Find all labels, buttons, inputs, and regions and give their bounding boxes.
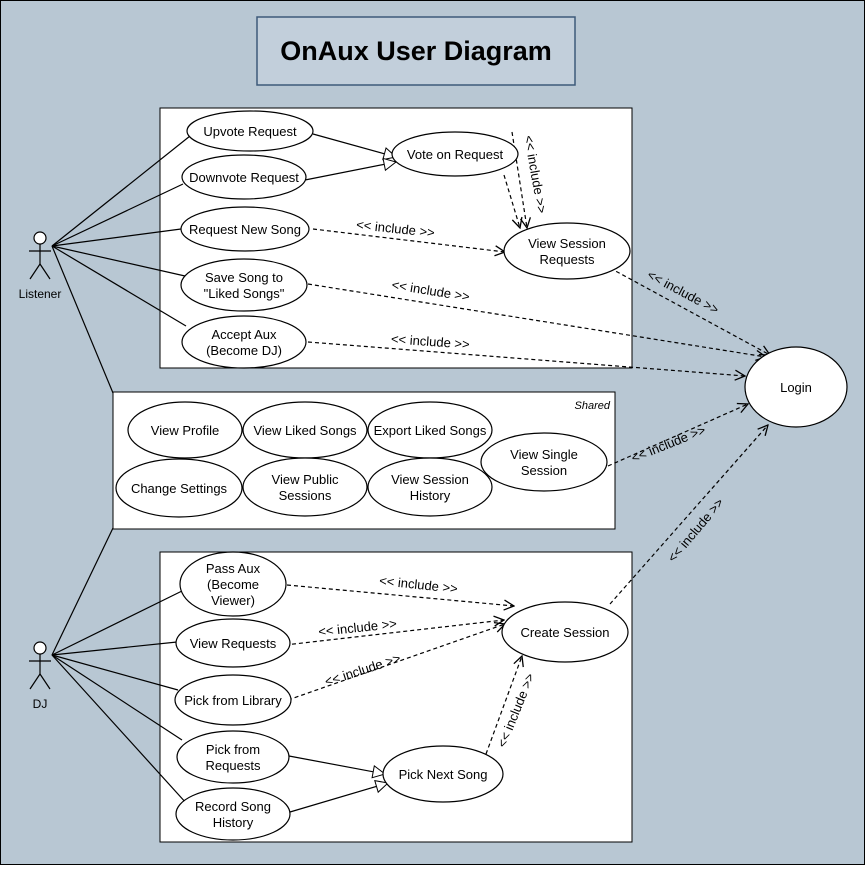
use-case-label-line: Record Song [195, 799, 271, 814]
use-case-label-line: (Become [207, 577, 259, 592]
use-case-record-song-history[interactable] [175, 787, 291, 841]
use-case-label-view-requests: View Requests [190, 636, 277, 651]
use-case-label-line: Login [780, 380, 812, 395]
use-case-pick-from-library[interactable] [174, 674, 292, 726]
use-case-vote-on-request[interactable] [391, 131, 519, 177]
listener-label: Listener [19, 287, 62, 301]
use-case-create-session[interactable] [501, 601, 629, 663]
use-case-change-settings[interactable] [115, 458, 243, 518]
use-case-label-line: View Session [528, 236, 606, 251]
use-case-label-line: View Liked Songs [253, 423, 357, 438]
use-case-pass-aux[interactable] [179, 551, 287, 617]
use-case-label-line: History [410, 488, 451, 503]
use-case-login[interactable] [744, 346, 848, 428]
use-case-label-view-profile: View Profile [151, 423, 219, 438]
use-case-label-line: Pick from Library [184, 693, 282, 708]
use-case-label-line: View Profile [151, 423, 219, 438]
use-case-label-change-settings: Change Settings [131, 481, 228, 496]
use-case-view-session-history[interactable] [367, 457, 493, 517]
use-case-label-pick-library: Pick from Library [184, 693, 282, 708]
use-case-label-line: Pass Aux [206, 561, 261, 576]
use-case-label-pick-next: Pick Next Song [399, 767, 488, 782]
use-case-label-line: Export Liked Songs [374, 423, 487, 438]
use-case-view-session-requests[interactable] [503, 222, 631, 280]
use-case-label-line: Save Song to [205, 270, 283, 285]
use-case-label-save-song: Save Song to"Liked Songs" [204, 270, 285, 301]
use-case-label-line: Vote on Request [407, 147, 504, 162]
use-case-label-line: (Become DJ) [206, 343, 282, 358]
use-case-label-line: Downvote Request [189, 170, 299, 185]
use-case-label-line: Accept Aux [211, 327, 277, 342]
use-case-label-upvote: Upvote Request [203, 124, 297, 139]
use-case-view-public-sessions[interactable] [242, 457, 368, 517]
use-case-label-line: Change Settings [131, 481, 228, 496]
use-case-label-line: Viewer) [211, 593, 255, 608]
use-cases [115, 110, 848, 841]
use-case-view-requests[interactable] [175, 618, 291, 668]
diagram-title: OnAux User Diagram [280, 36, 552, 66]
shared-label: Shared [575, 400, 611, 412]
use-case-pick-next-song[interactable] [382, 745, 504, 803]
use-case-label-line: View Session [391, 472, 469, 487]
use-case-upvote-request[interactable] [186, 110, 314, 152]
use-case-downvote-request[interactable] [181, 154, 307, 200]
use-case-label-line: Pick Next Song [399, 767, 488, 782]
include-arrows [284, 131, 770, 755]
use-case-label-view-liked: View Liked Songs [253, 423, 357, 438]
use-case-label-line: Requests [206, 758, 261, 773]
use-case-view-profile[interactable] [127, 401, 243, 459]
use-case-label-line: View Requests [190, 636, 277, 651]
use-case-label-line: Session [521, 463, 567, 478]
use-case-label-export-liked: Export Liked Songs [374, 423, 487, 438]
title-box [256, 16, 576, 86]
use-case-label-vote: Vote on Request [407, 147, 504, 162]
use-case-label-login: Login [780, 380, 812, 395]
use-case-request-new-song[interactable] [180, 206, 310, 252]
use-case-label-line: "Liked Songs" [204, 286, 285, 301]
use-case-label-request-new: Request New Song [189, 222, 301, 237]
use-case-label-line: Sessions [279, 488, 332, 503]
use-case-label-line: History [213, 815, 254, 830]
actor-head-icon [33, 641, 47, 655]
use-case-label-line: Upvote Request [203, 124, 297, 139]
use-case-label-line: View Single [510, 447, 578, 462]
dj-actor[interactable] [29, 641, 51, 690]
association-lines [51, 135, 191, 805]
use-case-label-line: View Public [272, 472, 339, 487]
actor-head-icon [33, 231, 47, 245]
generalization-arrows [288, 133, 396, 813]
use-case-view-single-session[interactable] [480, 432, 608, 492]
use-case-label-downvote: Downvote Request [189, 170, 299, 185]
use-case-save-song[interactable] [180, 258, 308, 312]
use-case-pick-from-requests[interactable] [176, 730, 290, 784]
use-case-label-create-session: Create Session [521, 625, 610, 640]
use-case-label-line: Request New Song [189, 222, 301, 237]
listener-actor[interactable] [29, 231, 51, 280]
use-case-label-accept-aux: Accept Aux(Become DJ) [206, 327, 282, 358]
use-case-accept-aux[interactable] [181, 315, 307, 369]
use-case-label-line: Requests [540, 252, 595, 267]
use-case-label-line: Pick from [206, 742, 260, 757]
use-case-label-line: Create Session [521, 625, 610, 640]
include-label: << include >> [390, 331, 470, 351]
dj-label: DJ [33, 697, 48, 711]
